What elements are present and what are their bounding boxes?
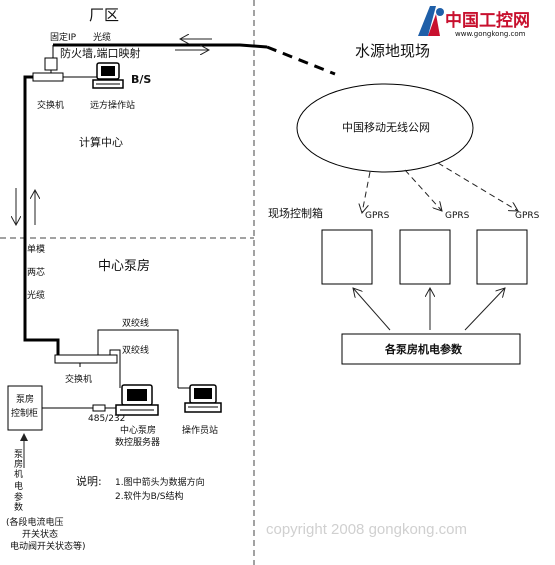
params-char-6: 数 [14,501,23,513]
gprs-label-3: GPRS [515,211,540,221]
params-char-2: 房 [14,458,23,470]
pump-house-label: 中心泵房 [98,258,150,274]
params-char-4: 电 [14,480,23,492]
mobile-network-cloud [296,83,474,173]
fiber-top-label: 光缆 [93,31,111,43]
fiber-vertical-line [23,75,60,355]
note-line-2: 2.软件为B/S结构 [115,490,184,502]
remote-station-computer-icon [92,62,124,89]
operator-station-label: 操作员站 [182,424,218,436]
control-cabinet-label-2: 控制柜 [11,407,38,419]
param-arrow-1 [353,288,391,331]
control-cabinet-label-1: 泵房 [16,393,34,405]
twisted-pair-line-operator [97,329,179,388]
logo-name: 中国工控网 [445,10,530,31]
switch-bottom-label: 交换机 [65,373,92,385]
field-box-3 [476,229,528,285]
fiber-side-label-1: 单模 [27,243,45,255]
logo-url: www.gongkong.com [455,30,526,38]
field-box-1 [321,229,373,285]
switch-bottom-icon [54,354,118,364]
site-title: 水源地现场 [355,42,430,60]
switch-top-icon [32,72,64,82]
data-server-computer-icon [115,384,159,416]
params-detail-2: 开关状态 [22,528,58,540]
pump-params-box [341,333,521,365]
gprs-link-3 [437,162,518,211]
params-char-1: 泵 [14,449,23,460]
gprs-label-2: GPRS [445,211,470,221]
note-label: 说明: [76,474,102,488]
twisted-pair-label-2: 双绞线 [122,344,149,356]
plant-area-label: 厂区 [89,6,119,24]
switch-top-label: 交换机 [37,99,64,111]
fiber-trunk-line [53,43,268,49]
firewall-icon [44,57,58,71]
params-detail-3: 电动阀开关状态等) [10,540,86,552]
control-cabinet-box [7,385,43,431]
params-char-5: 参 [14,491,23,503]
data-server-label-1: 中心泵房 [120,424,156,436]
param-arrow-3 [464,288,505,331]
fiber-side-label-3: 光缆 [27,289,45,301]
mobile-network-label: 中国移动无线公网 [342,120,430,134]
field-box-2 [399,229,451,285]
gprs-label-1: GPRS [365,211,390,221]
data-server-label-2: 数控服务器 [115,436,160,448]
bs-label: B/S [131,73,151,86]
pump-params-vertical: 泵 房 机 电 参 数 [14,449,23,513]
note-line-1: 1.图中箭头为数据方向 [115,476,205,488]
params-detail-1: (各段电流电压 [6,516,64,528]
remote-station-label: 远方操作站 [90,99,135,111]
gongkong-logo: 中国工控网 www.gongkong.com [418,6,530,38]
gprs-link-2 [404,169,442,211]
computing-center-label: 计算中心 [79,135,123,149]
params-char-3: 机 [14,468,23,480]
twisted-pair-line-server [109,349,121,388]
firewall-label: 防火墙,端口映射 [60,46,141,60]
pump-params-label: 各泵房机电参数 [384,342,463,356]
rs485-label: 485/232 [88,414,125,424]
twisted-pair-label-1: 双绞线 [122,317,149,329]
fiber-dashed-to-site [266,45,336,76]
copyright-watermark: copyright 2008 gongkong.com [266,521,467,538]
fixed-ip-label: 固定IP [50,31,77,43]
field-box-label: 现场控制箱 [268,206,323,220]
gprs-link-1 [362,171,371,213]
operator-station-computer-icon [184,384,222,413]
fiber-side-label-2: 两芯 [27,266,45,278]
